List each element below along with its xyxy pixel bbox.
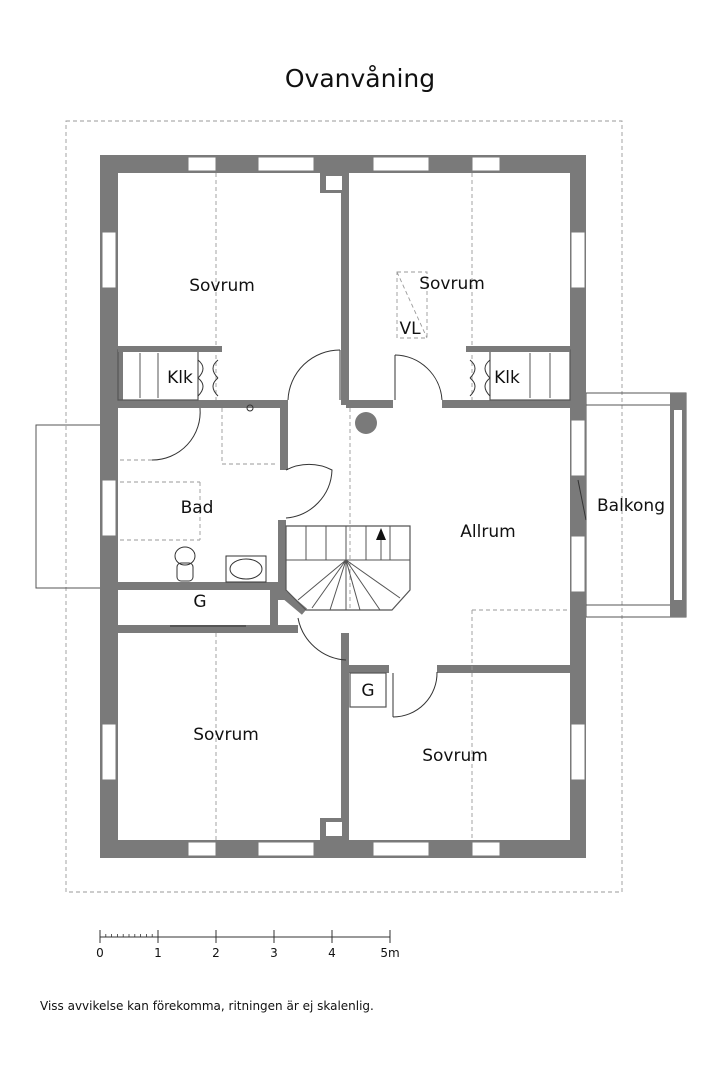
closet-east bbox=[466, 346, 571, 401]
room-label-vl: VL bbox=[399, 319, 421, 339]
staircase bbox=[285, 525, 411, 611]
scale-label-1: 1 bbox=[154, 946, 162, 960]
closet-west bbox=[117, 346, 222, 401]
toilet-icon bbox=[174, 546, 196, 582]
room-label-bad: Bad bbox=[181, 498, 214, 518]
chimney-icon bbox=[355, 412, 377, 434]
interior-walls bbox=[118, 173, 570, 840]
entrance-porch bbox=[35, 424, 100, 589]
sink-icon bbox=[225, 555, 267, 583]
stair-up-arrow-icon bbox=[376, 528, 386, 540]
room-label-sovrum-sw: Sovrum bbox=[193, 725, 259, 745]
shower-icon bbox=[246, 404, 254, 412]
room-label-g-center: G bbox=[361, 681, 374, 701]
scale-label-3: 3 bbox=[270, 946, 278, 960]
room-label-allrum: Allrum bbox=[460, 522, 515, 542]
doors bbox=[120, 349, 587, 718]
ventilation-shaft bbox=[396, 271, 428, 339]
room-label-klk-west: Klk bbox=[167, 368, 193, 388]
windows bbox=[101, 156, 586, 857]
room-label-sovrum-se: Sovrum bbox=[422, 746, 488, 766]
scale-label-4: 4 bbox=[328, 946, 336, 960]
room-label-balkong: Balkong bbox=[597, 496, 665, 516]
plan-title: Ovanvåning bbox=[285, 64, 435, 93]
room-label-g-west: G bbox=[193, 592, 206, 612]
scale-label-5m: 5m bbox=[380, 946, 399, 960]
scale-bar: 0 1 2 3 4 5m bbox=[96, 930, 400, 960]
disclaimer-text: Viss avvikelse kan förekomma, ritningen … bbox=[40, 999, 374, 1013]
plot-boundary bbox=[65, 120, 623, 893]
room-label-klk-east: Klk bbox=[494, 368, 520, 388]
scale-label-0: 0 bbox=[96, 946, 104, 960]
room-label-sovrum-ne: Sovrum bbox=[419, 274, 485, 294]
scale-label-2: 2 bbox=[212, 946, 220, 960]
room-label-sovrum-nw: Sovrum bbox=[189, 276, 255, 296]
